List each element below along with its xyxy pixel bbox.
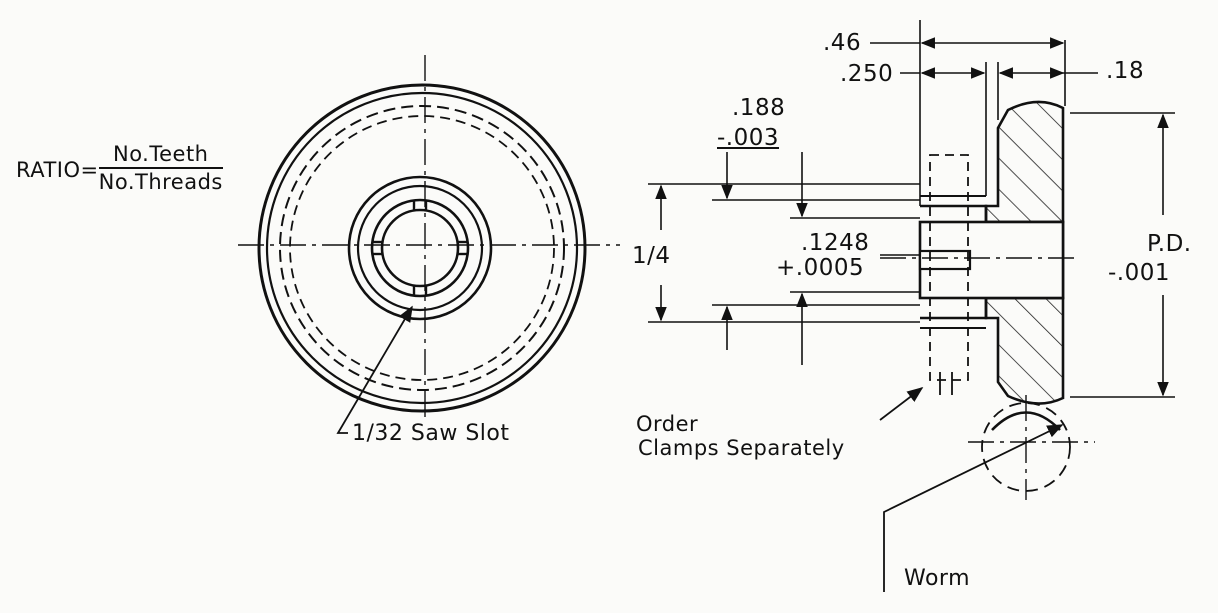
clamp-leader [879,387,924,421]
worm-leader [883,424,1064,592]
ratio-fraction: No.Teeth No.Threads [98,144,223,194]
dim-keyway-tolerance: -.003 [717,125,780,151]
gear-inner-rim [265,91,579,405]
saw-slots [372,200,468,296]
hub-outer [347,175,493,321]
clamp-outline [929,154,969,381]
dim-overall-width-label: .46 [823,30,862,56]
side-view [648,20,1175,592]
front-view [238,55,620,434]
gear-section-lower [984,296,1065,405]
worm-label: Worm [904,566,971,591]
ratio-formula: RATIO= No.Teeth No.Threads [16,144,223,195]
bore-diameter-label: 1/4 [632,243,671,269]
gear-root-circle [289,115,555,381]
ratio-prefix: RATIO= [16,158,99,182]
ratio-numerator: No.Teeth [98,144,223,169]
keyway-slot [918,249,972,271]
pitch-diameter-label: P.D. [1147,231,1192,257]
pitch-diameter-tolerance: -.001 [1108,260,1171,286]
clamp-note-line2: Clamps Separately [638,436,845,460]
dim-keywidth-label: .1248 [801,230,870,256]
bore-outer [370,198,470,298]
clamp-note-line1: Order [636,412,699,436]
saw-slot-leader [336,305,413,434]
hub-inner [356,184,484,312]
bore [380,208,460,288]
worm-circle [981,402,1071,492]
dim-keyway-label: .188 [732,95,786,121]
gear-pitch-circle [279,105,565,391]
dim-face-width-label: .18 [1106,58,1145,84]
dim-keywidth-tolerance: +.0005 [776,255,865,281]
ratio-denominator: No.Threads [98,170,223,194]
saw-slot-label: 1/32 Saw Slot [352,421,510,446]
dim-hub-length-label: .250 [840,61,894,87]
gear-outer-rim [257,83,587,413]
